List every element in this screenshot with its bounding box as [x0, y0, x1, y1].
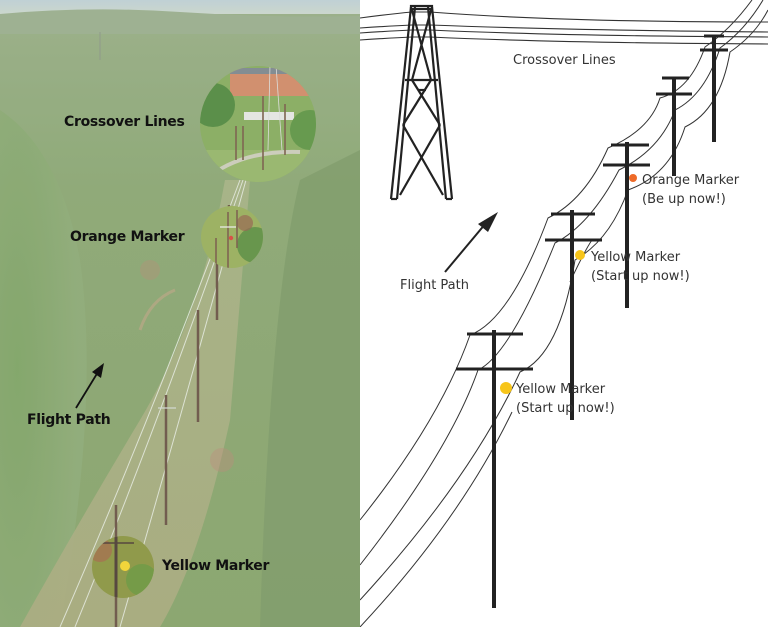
- orange-marker-magnifier: [201, 206, 263, 268]
- lattice-tower-icon: [389, 4, 454, 201]
- line-diagram: Crossover Lines Flight Path Orange Marke…: [360, 0, 768, 627]
- yellow-marker-upper-title: Yellow Marker: [591, 250, 681, 265]
- photo-label-orange-marker: Orange Marker: [70, 229, 185, 245]
- orange-marker-note: (Be up now!): [642, 192, 726, 207]
- flight-path-arrow: [444, 212, 498, 273]
- yellow-marker-upper-callout: Yellow Marker (Start up now!): [591, 248, 690, 286]
- photo-label-yellow-marker: Yellow Marker: [162, 558, 270, 574]
- shrub: [140, 260, 160, 280]
- aerial-photo: Crossover Lines Orange Marker Flight Pat…: [0, 0, 360, 627]
- yellow-marker-lower-note: (Start up now!): [516, 401, 615, 416]
- orange-marker-callout: Orange Marker (Be up now!): [642, 171, 739, 209]
- crossover-lines: [360, 11, 768, 45]
- yellow-marker-upper-note: (Start up now!): [591, 269, 690, 284]
- yellow-marker-lower-callout: Yellow Marker (Start up now!): [516, 380, 615, 418]
- orange-marker-title: Orange Marker: [642, 173, 740, 188]
- diagram-label-crossover-lines: Crossover Lines: [513, 53, 616, 68]
- haze-overlay: [0, 0, 360, 627]
- cross-arms: [456, 34, 728, 371]
- aerial-photo-scene: [0, 0, 360, 627]
- utility-poles: [492, 35, 716, 608]
- orange-marker-ball: [228, 235, 234, 241]
- shrub: [210, 448, 234, 472]
- flight-path-arrow: [75, 363, 104, 409]
- diagram-drawing: [360, 0, 768, 627]
- photo-label-flight-path: Flight Path: [27, 412, 111, 428]
- photo-label-crossover-lines: Crossover Lines: [64, 114, 185, 130]
- power-corridor: [20, 180, 250, 627]
- yellow-marker-dot-upper: [575, 250, 585, 260]
- diagram-label-flight-path: Flight Path: [400, 278, 469, 293]
- orange-marker-dot: [629, 174, 637, 182]
- left-treeline: [0, 110, 87, 627]
- distant-ridge: [0, 9, 360, 34]
- yellow-marker-ball: [120, 561, 130, 571]
- yellow-marker-lower-title: Yellow Marker: [516, 382, 606, 397]
- dirt-trail: [138, 288, 176, 331]
- yellow-marker-dot-lower: [500, 382, 512, 394]
- right-treeline: [260, 150, 360, 627]
